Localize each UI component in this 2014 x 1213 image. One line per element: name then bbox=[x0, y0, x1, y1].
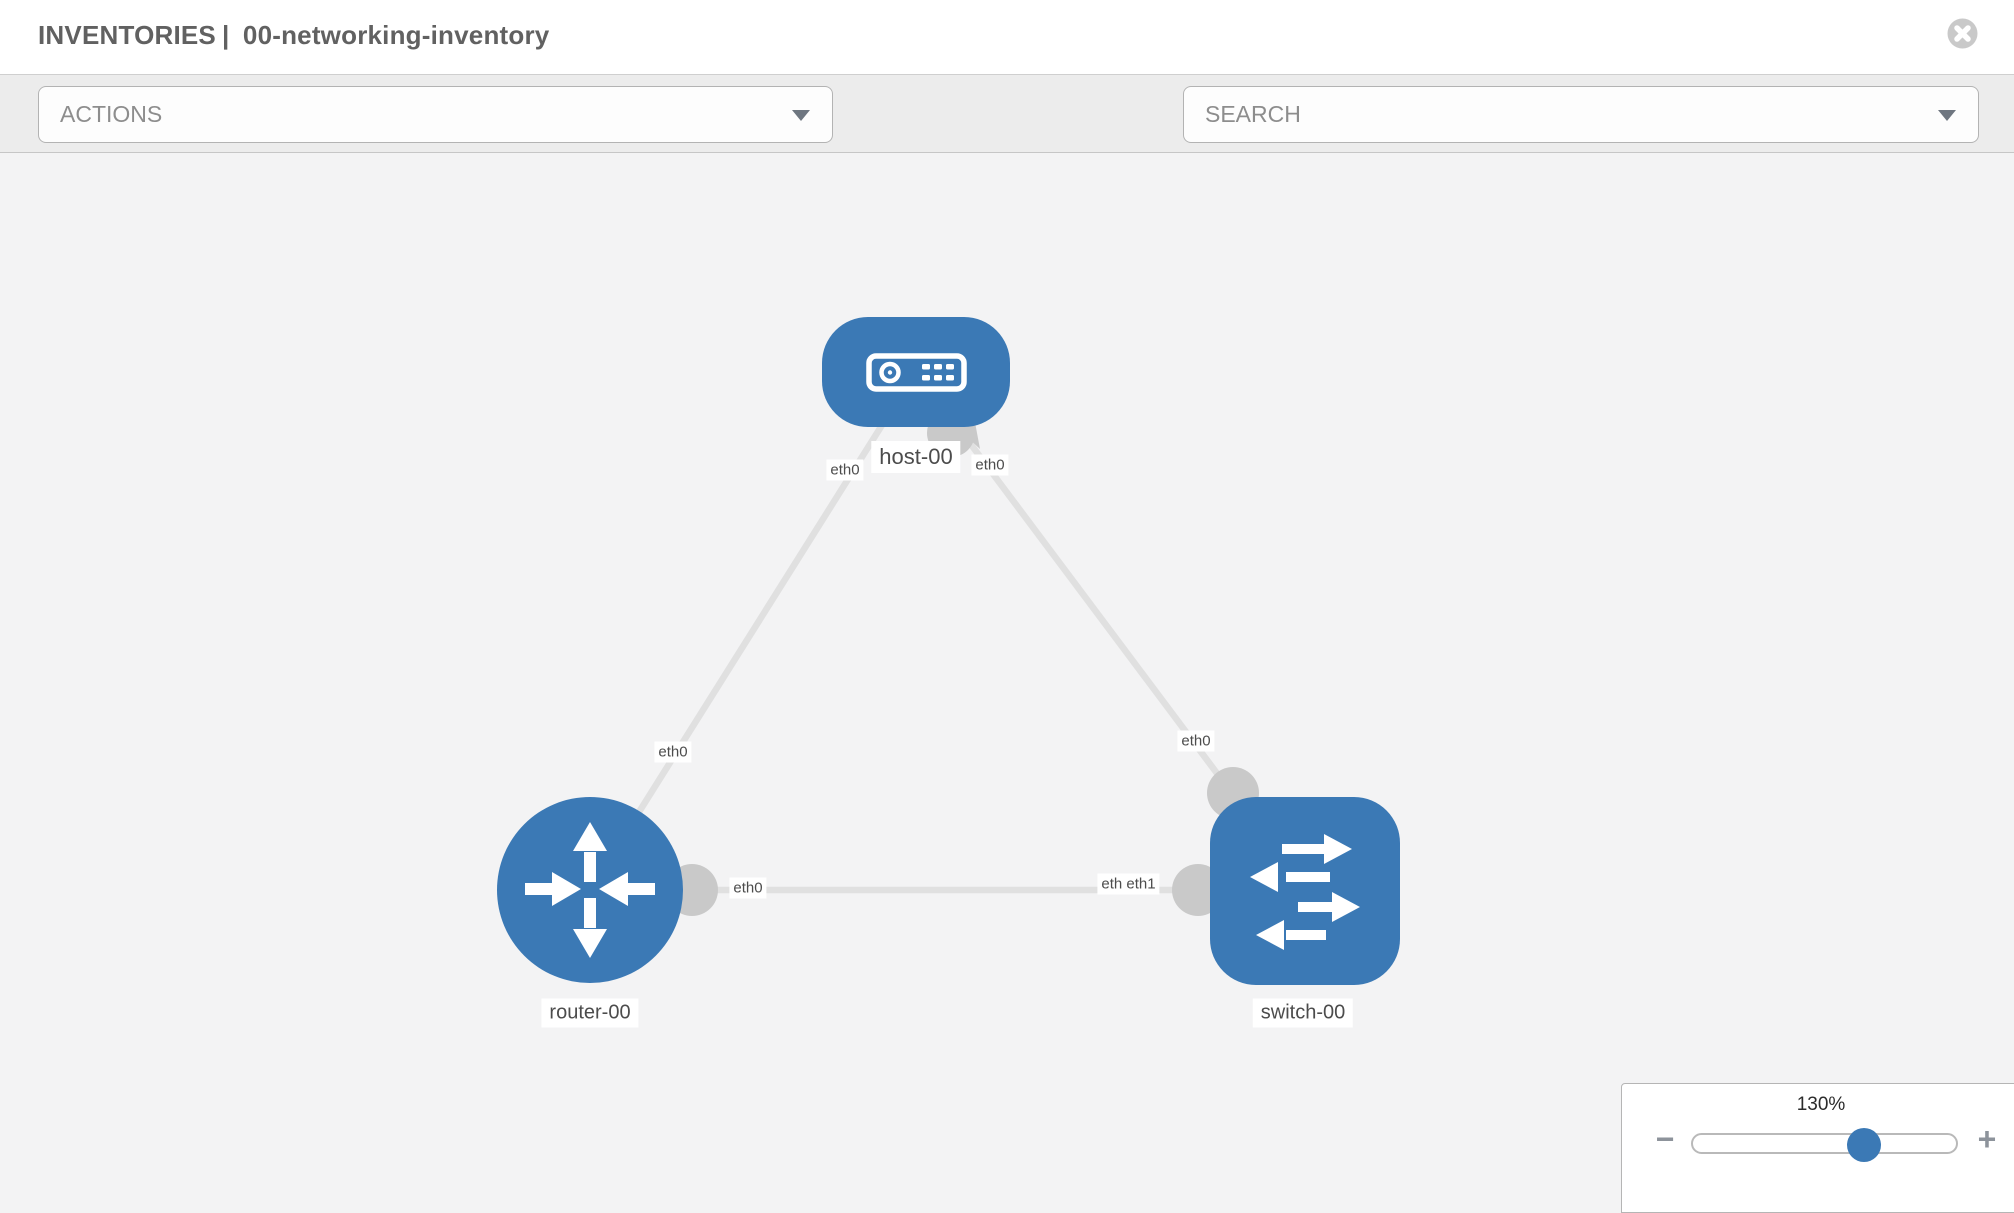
interface-label: eth0 bbox=[729, 877, 767, 899]
node-host-00[interactable] bbox=[822, 317, 1010, 427]
window-header: INVENTORIES| 00-networking-inventory bbox=[0, 0, 2014, 75]
link-host-router[interactable] bbox=[587, 369, 919, 892]
node-router-00[interactable] bbox=[497, 797, 683, 983]
topology-canvas[interactable]: eth0 host-00 eth0 eth0 eth0 eth0 eth0 et… bbox=[0, 153, 2014, 1200]
close-icon bbox=[1947, 18, 1978, 49]
breadcrumb-section: INVENTORIES bbox=[38, 20, 216, 50]
chevron-down-icon bbox=[792, 110, 810, 121]
zoom-control-panel: 130% − + bbox=[1621, 1083, 2014, 1213]
interface-label: eth0 bbox=[1177, 730, 1215, 752]
node-label-switch: switch-00 bbox=[1252, 998, 1354, 1028]
chevron-down-icon bbox=[1938, 110, 1956, 121]
node-label-host: host-00 bbox=[871, 441, 961, 473]
node-switch-00[interactable] bbox=[1210, 797, 1400, 985]
switch-arrows-icon bbox=[1250, 834, 1360, 950]
zoom-in-button[interactable]: + bbox=[1977, 1121, 1997, 1157]
inventory-name: 00-networking-inventory bbox=[242, 20, 550, 50]
toolbar: ACTIONS SEARCH bbox=[0, 75, 2014, 206]
server-icon bbox=[866, 353, 967, 392]
actions-dropdown-label: ACTIONS bbox=[60, 101, 163, 127]
zoom-slider-track[interactable] bbox=[1691, 1133, 1958, 1154]
actions-dropdown[interactable]: ACTIONS bbox=[38, 86, 833, 143]
interface-label: eth0 bbox=[826, 459, 864, 481]
router-arrows-icon bbox=[525, 822, 655, 958]
interface-label: eth0 bbox=[654, 741, 692, 763]
search-dropdown-label: SEARCH bbox=[1205, 101, 1301, 127]
zoom-level-value: 130% bbox=[1796, 1094, 1846, 1115]
zoom-slider-thumb[interactable] bbox=[1847, 1128, 1881, 1162]
breadcrumb-separator: | bbox=[221, 20, 230, 50]
node-label-router: router-00 bbox=[541, 998, 639, 1028]
interface-label: eth1 bbox=[1122, 873, 1160, 895]
zoom-out-button[interactable]: − bbox=[1655, 1121, 1675, 1157]
connector-group bbox=[666, 409, 1259, 916]
close-button[interactable] bbox=[1947, 18, 1978, 49]
interface-label: eth0 bbox=[971, 454, 1009, 476]
page-title: INVENTORIES| 00-networking-inventory bbox=[38, 0, 555, 75]
search-dropdown[interactable]: SEARCH bbox=[1183, 86, 1979, 143]
